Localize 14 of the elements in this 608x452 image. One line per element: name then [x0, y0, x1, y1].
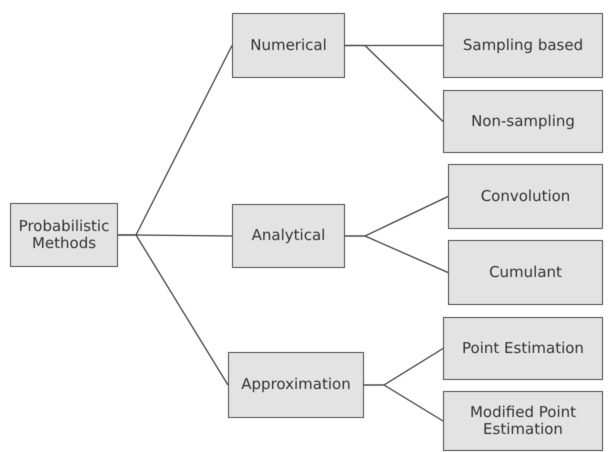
method-box: Analytical — [232, 204, 345, 268]
method-box: Modified Point Estimation — [443, 391, 603, 451]
connector-line — [345, 235, 448, 274]
method-box: Approximation — [228, 352, 364, 418]
method-box: Cumulant — [448, 240, 603, 305]
connector-line — [364, 384, 444, 422]
method-box: Numerical — [232, 13, 345, 78]
connector-line — [118, 234, 229, 386]
method-box: Sampling based — [443, 13, 603, 78]
method-box: Non-sampling — [443, 90, 603, 153]
method-box: Probabilistic Methods — [10, 203, 118, 267]
connector-line — [345, 44, 444, 122]
method-box: Convolution — [448, 164, 603, 229]
method-box: Point Estimation — [443, 317, 603, 380]
